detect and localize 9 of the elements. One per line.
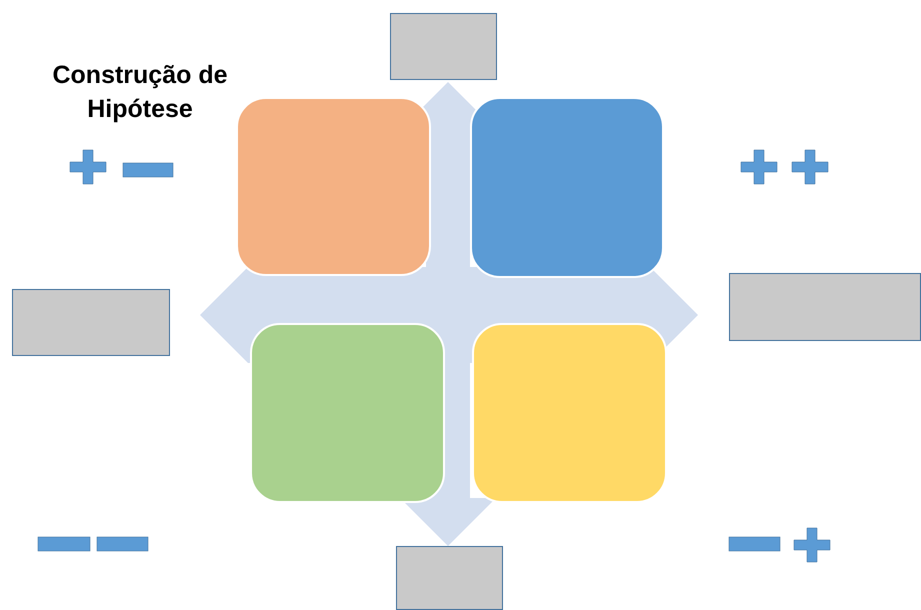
quadrant-box — [472, 323, 667, 503]
empty-box — [390, 13, 497, 80]
quadrant-box — [470, 97, 664, 278]
empty-box — [729, 273, 921, 341]
diagram-title: Construção de Hipótese — [51, 60, 229, 125]
quadrant-box — [236, 97, 431, 276]
empty-box — [12, 289, 170, 356]
quadrant-box — [250, 323, 445, 503]
empty-box — [396, 546, 503, 610]
